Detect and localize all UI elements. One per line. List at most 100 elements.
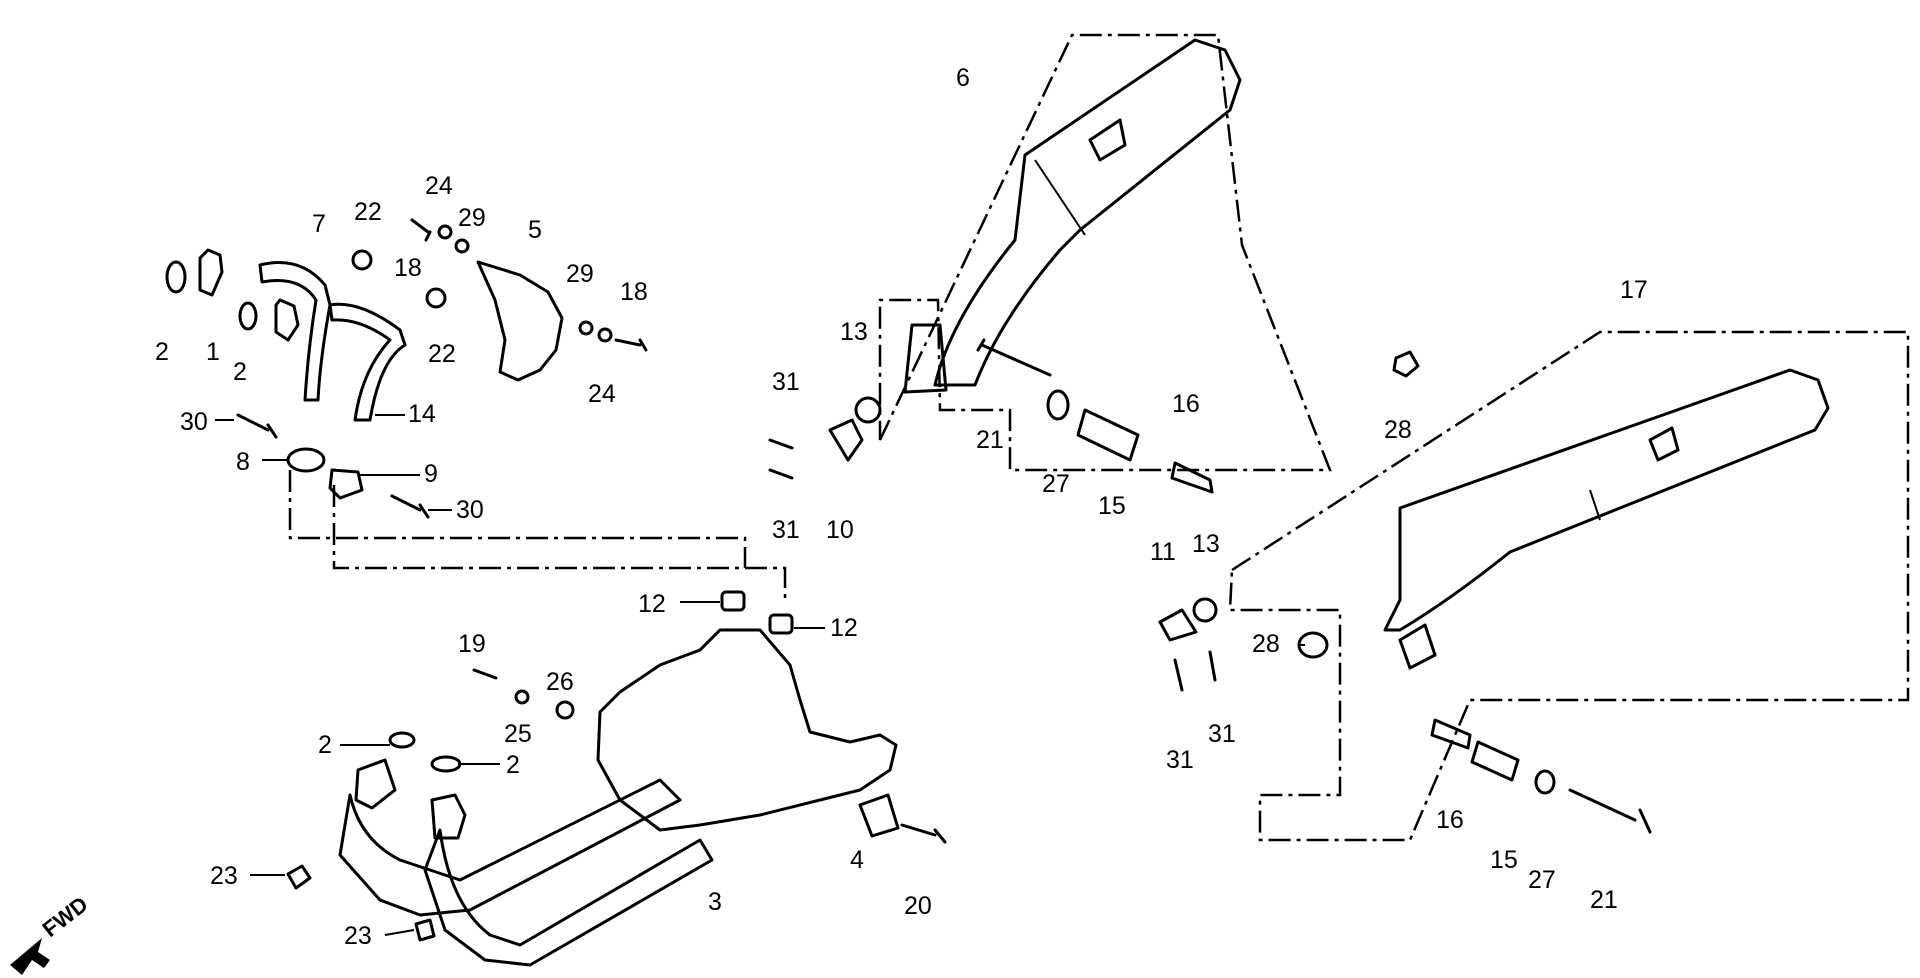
ring-13-part — [854, 396, 882, 424]
washer-29-part — [454, 238, 470, 254]
left-muffler-group-outline — [1228, 330, 1910, 842]
clamp-11-part — [1158, 608, 1198, 642]
callout-22: 22 — [354, 198, 382, 226]
callout-2: 2 — [506, 751, 520, 779]
callout-10: 10 — [826, 516, 854, 544]
callout-20: 20 — [904, 892, 932, 920]
collar-12-part — [720, 590, 746, 612]
bolt-21b-part — [1568, 788, 1652, 834]
callout-28: 28 — [1252, 630, 1280, 658]
callout-1: 1 — [206, 338, 220, 366]
callout-labels: 2 1 2 7 22 18 24 29 5 29 18 22 24 14 30 … — [155, 64, 1648, 950]
washer-27b-part — [1534, 769, 1556, 795]
callout-19: 19 — [458, 630, 486, 658]
callout-18: 18 — [620, 278, 648, 306]
nut-28-part — [1392, 350, 1420, 378]
clamp-10-part — [828, 418, 864, 462]
callout-31: 31 — [1208, 720, 1236, 748]
heat-shield-5-part — [476, 260, 564, 382]
group-outlines — [288, 33, 1910, 842]
flange-1b-part — [274, 298, 300, 342]
callout-4: 4 — [850, 846, 864, 874]
gasket-2d-part — [430, 755, 462, 773]
bolt-31c-part — [1173, 658, 1184, 692]
bolt-20-part — [900, 823, 947, 844]
callout-11: 11 — [1150, 538, 1176, 566]
callout-15: 15 — [1490, 846, 1518, 874]
callout-3: 3 — [708, 888, 722, 916]
collector-assembly — [286, 590, 947, 967]
muffler-17-part — [1383, 368, 1830, 632]
muffler-6-band — [1034, 159, 1086, 236]
washer-25-part — [514, 689, 530, 705]
gasket-2-part — [165, 260, 187, 294]
fwd-label: FWD — [38, 891, 93, 942]
callout-16: 16 — [1172, 390, 1200, 418]
callout-14: 14 — [408, 400, 436, 428]
callout-22: 22 — [428, 340, 456, 368]
bolt-18-part — [410, 218, 432, 242]
bolt-31-part — [768, 438, 794, 450]
bolt-16b-part — [1430, 718, 1472, 750]
bolt-30-part — [236, 413, 278, 439]
joint-8-part — [286, 447, 326, 473]
washer-27-part — [1046, 389, 1070, 421]
nut-22-part — [351, 249, 373, 271]
flange-right-part — [430, 793, 467, 840]
collar-15b-part — [1470, 740, 1520, 782]
upper-muffler-assembly — [768, 38, 1420, 494]
muffler-6-bracket — [1088, 118, 1127, 162]
callout-18: 18 — [394, 254, 422, 282]
washer-29b-part — [578, 320, 594, 336]
callout-24: 24 — [588, 380, 616, 408]
callout-27: 27 — [1528, 866, 1556, 894]
muffler-17-inlet — [1398, 623, 1437, 670]
callout-16: 16 — [1436, 806, 1464, 834]
callout-30: 30 — [180, 408, 208, 436]
muffler-17-bracket — [1648, 426, 1680, 462]
callout-2: 2 — [318, 731, 332, 759]
callout-2: 2 — [155, 338, 169, 366]
exhaust-pipe-7-part — [258, 261, 332, 402]
callout-28: 28 — [1384, 416, 1412, 444]
ring-13b-part — [1192, 597, 1218, 623]
callout-13: 13 — [840, 318, 868, 346]
callout-9: 9 — [424, 460, 438, 488]
callout-26: 26 — [546, 668, 574, 696]
exhaust-pipe-14-part — [328, 302, 407, 422]
gasket-2c-part — [388, 731, 416, 749]
muffler-6-part — [933, 38, 1242, 387]
pipe-link-outline-upper — [288, 470, 747, 568]
callout-2: 2 — [233, 358, 247, 386]
washer-24b-part — [597, 327, 613, 343]
callout-31: 31 — [772, 516, 800, 544]
collector-pipe-right — [423, 828, 714, 967]
muffler-6-clamp — [903, 323, 948, 394]
callout-21: 21 — [1590, 886, 1618, 914]
nut-22b-part — [425, 287, 447, 309]
leader-line — [384, 929, 415, 936]
collar-12b-part — [768, 613, 794, 635]
callout-17: 17 — [1620, 276, 1648, 304]
nut-23b-part — [414, 918, 436, 942]
callout-29: 29 — [566, 260, 594, 288]
muffler-17-band — [1589, 489, 1601, 521]
callout-8: 8 — [236, 448, 250, 476]
callout-25: 25 — [504, 720, 532, 748]
bolt-30b-part — [390, 494, 430, 519]
callout-15: 15 — [1098, 492, 1126, 520]
bolt-19-part — [472, 668, 498, 680]
callout-6: 6 — [956, 64, 970, 92]
pipe-link-outline-lower — [332, 485, 787, 600]
collar-4-part — [858, 793, 900, 838]
nut-23-part — [286, 864, 312, 890]
washer-24-part — [437, 224, 453, 240]
upper-left-components — [165, 218, 648, 519]
callout-23: 23 — [210, 862, 238, 890]
joint-9-part — [328, 468, 364, 500]
gasket-2b-part — [238, 301, 258, 331]
flange-left-part — [354, 758, 397, 810]
bolt-31b-part — [768, 468, 794, 480]
callout-21: 21 — [976, 426, 1004, 454]
